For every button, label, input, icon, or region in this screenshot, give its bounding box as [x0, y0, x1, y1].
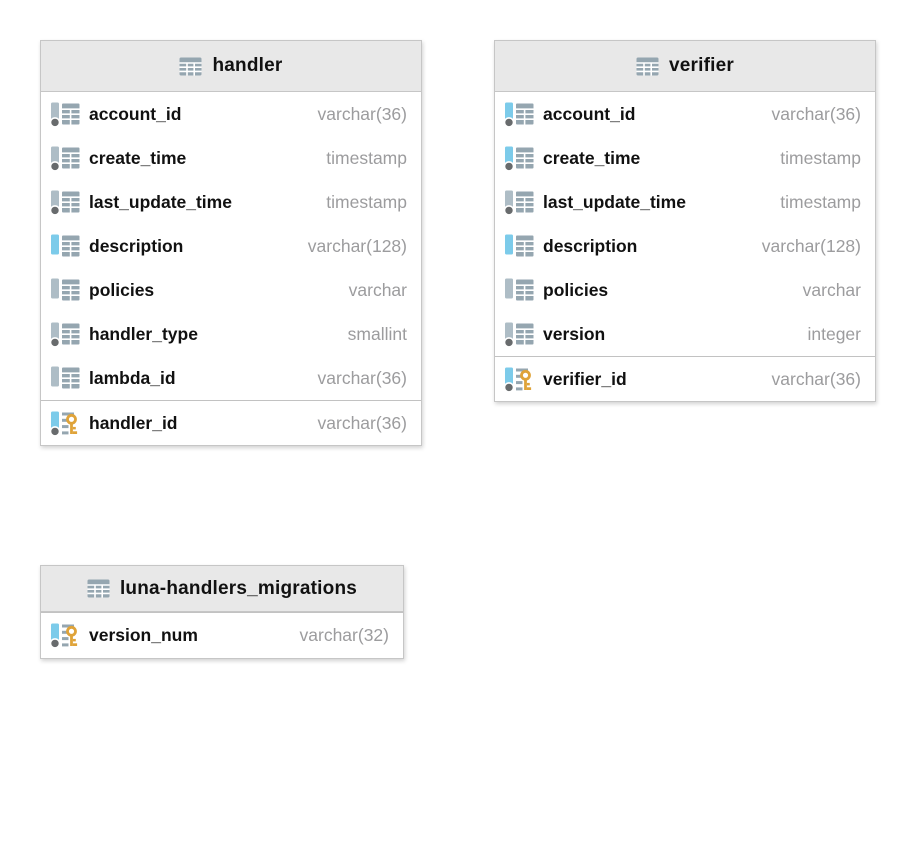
- column-icon: [504, 189, 535, 216]
- column-type: varchar: [802, 279, 861, 300]
- column-type: varchar(36): [771, 103, 861, 124]
- column-name: lambda_id: [89, 367, 176, 388]
- table-verifier[interactable]: verifier account_id varchar(36) create_time…: [494, 40, 876, 402]
- column-row-version_num[interactable]: version_num varchar(32): [41, 612, 403, 658]
- column-row-description[interactable]: description varchar(128): [495, 224, 875, 268]
- column-row-handler_type[interactable]: handler_type smallint: [41, 312, 421, 356]
- column-type: varchar(36): [317, 367, 407, 388]
- column-icon: [50, 321, 81, 348]
- table-title: verifier: [669, 55, 734, 76]
- column-name: version: [543, 323, 606, 344]
- table-grid-icon: [636, 57, 659, 76]
- column-icon: [50, 145, 81, 172]
- column-row-policies[interactable]: policies varchar: [495, 268, 875, 312]
- column-name: policies: [89, 279, 155, 300]
- table-header[interactable]: handler: [41, 41, 421, 92]
- column-row-account_id[interactable]: account_id varchar(36): [41, 92, 421, 136]
- column-name: account_id: [543, 103, 636, 124]
- column-type: varchar(128): [761, 235, 861, 256]
- column-list: account_id varchar(36) create_time timestam…: [41, 92, 421, 445]
- table-grid-icon: [87, 579, 110, 598]
- column-name: account_id: [89, 103, 182, 124]
- column-type: varchar: [348, 279, 407, 300]
- column-name: description: [89, 235, 184, 256]
- column-type: varchar(128): [307, 235, 407, 256]
- table-title: handler: [212, 55, 283, 76]
- table-title: luna-handlers_migrations: [119, 577, 358, 599]
- primary-key-column-icon: [50, 622, 81, 649]
- column-icon: [50, 365, 81, 392]
- column-name: create_time: [543, 147, 641, 168]
- column-list: version_num varchar(32): [41, 612, 403, 658]
- column-row-lambda_id[interactable]: lambda_id varchar(36): [41, 356, 421, 400]
- column-row-handler_id[interactable]: handler_id varchar(36): [41, 400, 421, 445]
- column-icon: [50, 189, 81, 216]
- table-header[interactable]: verifier: [495, 41, 875, 92]
- column-row-version[interactable]: version integer: [495, 312, 875, 356]
- column-name: version_num: [89, 625, 198, 645]
- column-list: account_id varchar(36) create_time timestam…: [495, 92, 875, 401]
- column-type: timestamp: [326, 191, 407, 212]
- column-type: smallint: [347, 323, 407, 344]
- primary-key-column-icon: [50, 410, 81, 437]
- column-row-policies[interactable]: policies varchar: [41, 268, 421, 312]
- column-type: timestamp: [780, 191, 861, 212]
- column-type: timestamp: [780, 147, 861, 168]
- column-icon: [50, 233, 81, 260]
- column-icon: [504, 101, 535, 128]
- column-icon: [50, 101, 81, 128]
- column-row-create_time[interactable]: create_time timestamp: [41, 136, 421, 180]
- column-name: handler_id: [89, 412, 178, 433]
- column-type: varchar(36): [317, 412, 407, 433]
- column-type: varchar(36): [771, 368, 861, 389]
- column-type: timestamp: [326, 147, 407, 168]
- column-name: create_time: [89, 147, 187, 168]
- column-row-last_update_time[interactable]: last_update_time timestamp: [495, 180, 875, 224]
- column-name: description: [543, 235, 638, 256]
- column-row-last_update_time[interactable]: last_update_time timestamp: [41, 180, 421, 224]
- column-icon: [504, 321, 535, 348]
- column-name: verifier_id: [543, 368, 627, 389]
- column-icon: [50, 277, 81, 304]
- column-name: last_update_time: [89, 191, 232, 212]
- column-row-account_id[interactable]: account_id varchar(36): [495, 92, 875, 136]
- column-icon: [504, 233, 535, 260]
- column-type: varchar(32): [299, 625, 389, 645]
- column-type: varchar(36): [317, 103, 407, 124]
- column-row-create_time[interactable]: create_time timestamp: [495, 136, 875, 180]
- column-row-verifier_id[interactable]: verifier_id varchar(36): [495, 356, 875, 401]
- primary-key-column-icon: [504, 366, 535, 393]
- table-luna-handlers_migrations[interactable]: luna-handlers_migrations version_num varch…: [40, 565, 404, 659]
- column-name: policies: [543, 279, 609, 300]
- table-grid-icon: [179, 57, 202, 76]
- column-type: integer: [807, 323, 861, 344]
- column-icon: [504, 277, 535, 304]
- column-name: handler_type: [89, 323, 198, 344]
- column-icon: [504, 145, 535, 172]
- column-row-description[interactable]: description varchar(128): [41, 224, 421, 268]
- column-name: last_update_time: [543, 191, 686, 212]
- table-header[interactable]: luna-handlers_migrations: [41, 566, 403, 612]
